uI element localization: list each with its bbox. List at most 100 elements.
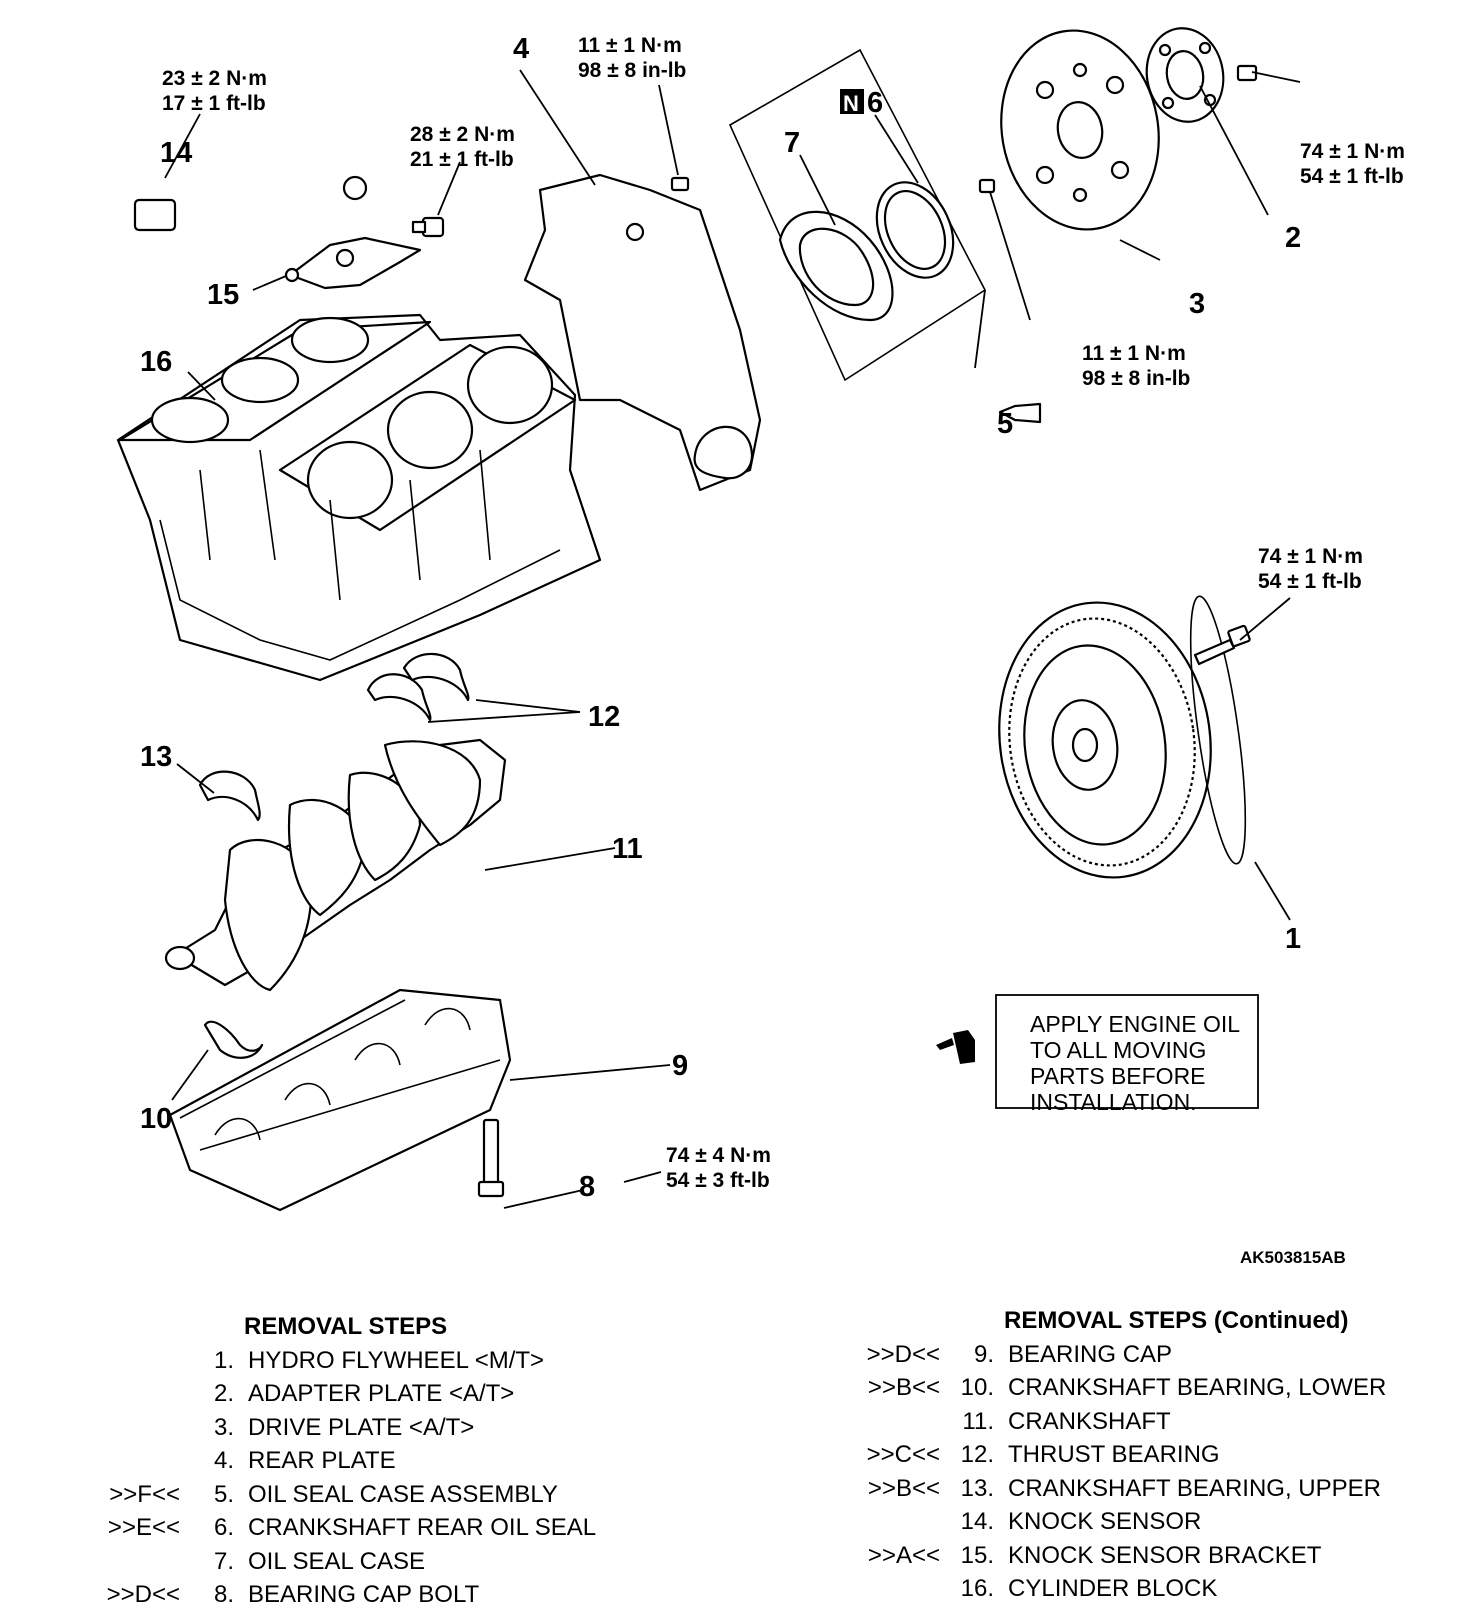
step-reference xyxy=(844,1572,950,1606)
removal-steps-left: REMOVAL STEPS 1. HYDRO FLYWHEEL <M/T> 2.AD… xyxy=(84,1310,597,1612)
torque-5-nm: 11 ± 1 N·m xyxy=(1082,342,1186,365)
removal-step: >>A<< 15. KNOCK SENSOR BRACKET xyxy=(844,1539,1386,1573)
step-number: 4. xyxy=(213,1447,234,1474)
callout-16: 16 xyxy=(140,346,172,378)
callout-2: 2 xyxy=(1285,222,1301,254)
step-number: 12. xyxy=(960,1441,994,1468)
torque-5-imperial: 98 ± 8 in-lb xyxy=(1082,367,1190,390)
thrust-bearing xyxy=(366,652,470,722)
oil-note-line-4: INSTALLATION. xyxy=(1030,1089,1197,1115)
removal-step: >>B<<13.CRANKSHAFT BEARING, UPPER xyxy=(844,1472,1386,1506)
step-reference: >>D<< xyxy=(866,1340,940,1368)
step-number: 1. xyxy=(213,1346,234,1374)
step-reference xyxy=(84,1411,190,1445)
bracket-bolt xyxy=(411,216,445,238)
step-label: BEARING CAP xyxy=(1008,1340,1173,1368)
removal-step: 7. OIL SEAL CASE xyxy=(84,1545,596,1579)
step-reference: >>C<< xyxy=(866,1441,940,1468)
removal-steps-continued-title: REMOVAL STEPS (Continued) xyxy=(1004,1307,1349,1334)
drive-plate-bolt xyxy=(978,178,996,194)
step-label: CRANKSHAFT BEARING, UPPER xyxy=(1008,1474,1381,1502)
callout-3: 3 xyxy=(1189,288,1205,320)
step-reference: >>F<< xyxy=(109,1480,180,1508)
removal-steps-title: REMOVAL STEPS xyxy=(244,1313,448,1340)
step-reference: >>D<< xyxy=(106,1581,180,1608)
removal-step: 16. CYLINDER BLOCK xyxy=(844,1572,1386,1606)
callout-14: 14 xyxy=(160,137,192,169)
crankshaft xyxy=(164,738,507,992)
knock-sensor xyxy=(133,173,368,232)
step-reference xyxy=(844,1405,950,1439)
step-reference: >>E<< xyxy=(107,1514,180,1541)
removal-step: 2.ADAPTER PLATE <A/T> xyxy=(84,1377,596,1411)
removal-step: >>D<< 8. BEARING CAP BOLT xyxy=(84,1578,596,1612)
cylinder-block xyxy=(116,313,602,682)
step-number: 16. xyxy=(960,1575,994,1602)
step-label: KNOCK SENSOR xyxy=(1008,1508,1202,1535)
torque-14-imperial: 17 ± 1 ft-lb xyxy=(162,92,266,115)
removal-step: 3. DRIVE PLATE <A/T> xyxy=(84,1411,596,1445)
torque-2-nm: 74 ± 1 N·m xyxy=(1300,140,1405,163)
oil-can-icon xyxy=(936,1030,975,1064)
step-reference xyxy=(84,1377,190,1411)
oil-note-line-1: APPLY ENGINE OIL xyxy=(1030,1011,1240,1037)
step-number: 10. xyxy=(960,1374,994,1401)
step-number: 3. xyxy=(213,1413,234,1441)
step-number: 8. xyxy=(213,1581,234,1608)
step-label: CYLINDER BLOCK xyxy=(1008,1575,1218,1602)
step-label: OIL SEAL CASE xyxy=(248,1547,425,1575)
crankshaft-bearing-upper xyxy=(198,770,261,822)
step-reference xyxy=(84,1344,190,1378)
callout-1: 1 xyxy=(1285,923,1301,955)
step-label: CRANKSHAFT BEARING, LOWER xyxy=(1008,1374,1387,1401)
step-label: THRUST BEARING xyxy=(1008,1441,1220,1468)
callout-12: 12 xyxy=(588,701,620,733)
step-reference xyxy=(844,1505,950,1539)
torque-15-imperial: 21 ± 1 ft-lb xyxy=(410,148,514,171)
figure-code: AK503815AB xyxy=(1240,1248,1346,1267)
step-number: 7. xyxy=(213,1547,234,1575)
removal-step: >>D<< 9. BEARING CAP xyxy=(844,1338,1386,1372)
callout-9: 9 xyxy=(672,1050,688,1082)
step-number: 6. xyxy=(213,1514,234,1541)
hydro-flywheel xyxy=(998,595,1247,879)
step-number: 14. xyxy=(960,1508,994,1535)
callout-10: 10 xyxy=(140,1103,172,1135)
callout-11: 11 xyxy=(612,833,643,865)
callout-13: 13 xyxy=(140,741,172,773)
drive-plate xyxy=(1000,29,1160,231)
step-label: HYDRO FLYWHEEL <M/T> xyxy=(248,1346,545,1374)
callout-8: 8 xyxy=(579,1171,595,1203)
step-number: 13. xyxy=(960,1474,994,1502)
torque-14-nm: 23 ± 2 N·m xyxy=(162,67,267,90)
removal-step: >>C<< 12. THRUST BEARING xyxy=(844,1438,1386,1472)
new-part-mark: N xyxy=(840,89,864,116)
leader-lines xyxy=(164,69,1301,1209)
sealant-tube-icon xyxy=(998,402,1042,424)
step-label: BEARING CAP BOLT xyxy=(248,1581,480,1608)
removal-step: >>B<< 10. CRANKSHAFT BEARING, LOWER xyxy=(844,1371,1386,1405)
knock-sensor-bracket xyxy=(284,236,422,290)
removal-step: >>F<<5.OIL SEAL CASE ASSEMBLY xyxy=(84,1478,596,1512)
torque-1-imperial: 54 ± 1 ft-lb xyxy=(1258,570,1362,593)
step-reference: >>B<< xyxy=(867,1374,940,1401)
step-label: ADAPTER PLATE <A/T> xyxy=(248,1380,515,1407)
engine-oil-note-box xyxy=(995,994,1259,1109)
step-label: KNOCK SENSOR BRACKET xyxy=(1008,1541,1322,1569)
flywheel-bolt xyxy=(1193,624,1251,666)
removal-step: 14. KNOCK SENSOR xyxy=(844,1505,1386,1539)
step-number: 9. xyxy=(973,1340,994,1368)
callout-7: 7 xyxy=(784,127,800,159)
step-number: 15. xyxy=(960,1541,994,1569)
removal-step: 4.REAR PLATE xyxy=(84,1444,596,1478)
bearing-cap xyxy=(168,988,512,1212)
step-number: 11. xyxy=(962,1407,994,1435)
step-reference: >>A<< xyxy=(867,1541,940,1569)
step-label: OIL SEAL CASE ASSEMBLY xyxy=(248,1480,558,1508)
torque-8-imperial: 54 ± 3 ft-lb xyxy=(666,1169,770,1192)
callout-15: 15 xyxy=(207,279,239,311)
oil-seal-case xyxy=(778,210,894,322)
step-label: DRIVE PLATE <A/T> xyxy=(248,1413,475,1441)
rear-plate xyxy=(523,173,762,492)
torque-2-imperial: 54 ± 1 ft-lb xyxy=(1300,165,1404,188)
